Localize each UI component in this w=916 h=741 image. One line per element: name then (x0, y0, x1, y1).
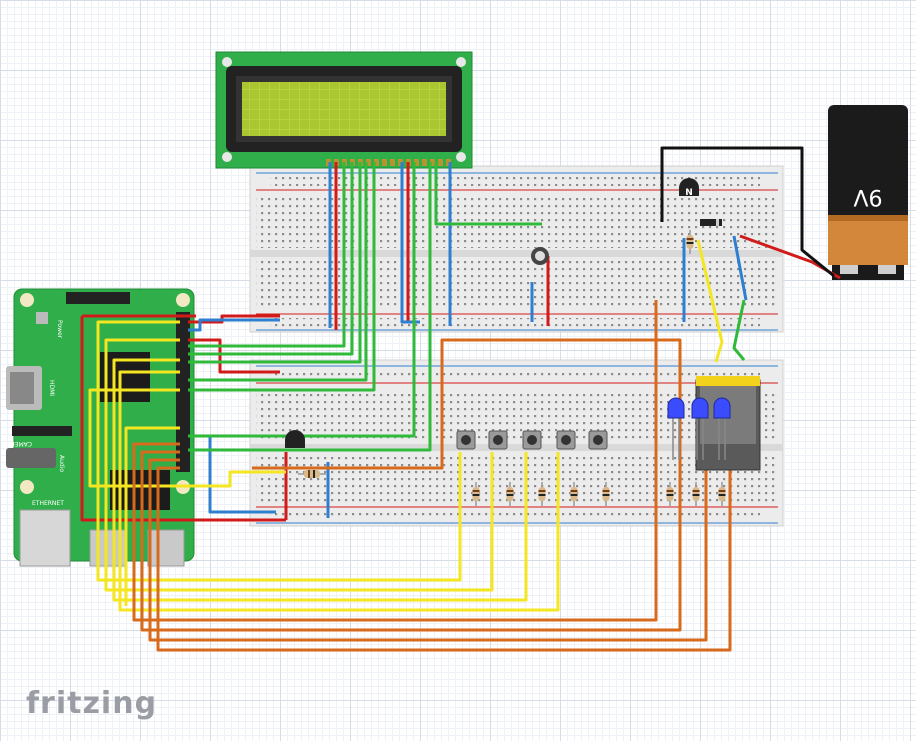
resistor-icon[interactable] (718, 482, 726, 506)
wire-green (188, 162, 362, 364)
resistor-icon[interactable] (298, 470, 326, 478)
battery-label: 9V (853, 184, 882, 209)
wire-yellow (112, 358, 528, 602)
wire-yellow (96, 320, 462, 582)
relay-icon[interactable] (695, 376, 761, 471)
wire-blue (732, 235, 748, 301)
wire-black (660, 146, 835, 278)
resistor-icon[interactable] (538, 482, 546, 506)
wire-green (188, 162, 376, 392)
wire-yellow (118, 370, 560, 612)
resistor-icon[interactable] (506, 482, 514, 506)
resistor-icon[interactable] (602, 482, 610, 506)
power-label: Power (56, 320, 63, 339)
ethernet-label: ETHERNET (32, 500, 64, 507)
wire-red (188, 338, 280, 374)
wire-green (732, 299, 746, 361)
leds (667, 397, 731, 460)
resistor-icon[interactable] (472, 482, 480, 506)
wire-green (188, 162, 346, 348)
resistor-icon[interactable] (570, 482, 578, 506)
lcd-pin (414, 159, 419, 166)
push-button-icon[interactable] (488, 430, 508, 450)
lcd-display-icon[interactable] (215, 51, 473, 169)
wire-green (188, 162, 416, 438)
push-button-icon[interactable] (522, 430, 542, 450)
diode-icon[interactable] (700, 219, 722, 226)
wire-yellow (696, 239, 724, 363)
resistor-icon[interactable] (686, 230, 694, 254)
lcd-pin (382, 159, 387, 166)
led-icon[interactable] (667, 397, 685, 460)
wire-green (188, 162, 354, 356)
led-icon[interactable] (691, 397, 709, 460)
hdmi-label: HDMI (48, 380, 55, 396)
wire-blue (188, 318, 280, 332)
camera-label: CAMERA (6, 440, 32, 447)
resistor-icon[interactable] (666, 482, 674, 506)
transistor-mark: N (685, 188, 693, 198)
lcd-pin (374, 159, 379, 166)
transistor-icon[interactable]: N (679, 178, 699, 198)
lcd-pin (430, 159, 435, 166)
resistor-icon[interactable] (692, 482, 700, 506)
wire-orange (132, 300, 658, 622)
audio-label: Audio (58, 455, 65, 472)
wire-green (434, 162, 542, 226)
push-button-icon[interactable] (456, 430, 476, 450)
potentiometer-icon[interactable] (531, 247, 549, 265)
temperature-sensor-icon[interactable] (285, 430, 305, 448)
wire-red (80, 316, 286, 522)
lcd-pin (390, 159, 395, 166)
wire-yellow (124, 426, 180, 606)
wire-green (188, 162, 432, 452)
wire-orange (140, 338, 682, 632)
wire-orange (156, 460, 732, 652)
fritzing-logo: fritzing (26, 686, 158, 721)
push-button-icon[interactable] (556, 430, 576, 450)
wire-yellow (104, 338, 494, 592)
push-buttons (456, 430, 608, 450)
lcd-pin (422, 159, 427, 166)
push-button-icon[interactable] (588, 430, 608, 450)
battery-icon[interactable]: 9V (828, 105, 908, 280)
wire-yellow (88, 388, 286, 488)
wire-green (188, 162, 368, 382)
led-icon[interactable] (713, 397, 731, 460)
wires (80, 146, 841, 652)
wire-orange (148, 458, 708, 642)
lcd-pin (366, 159, 371, 166)
resistors (298, 230, 726, 506)
lcd-pin (438, 159, 443, 166)
